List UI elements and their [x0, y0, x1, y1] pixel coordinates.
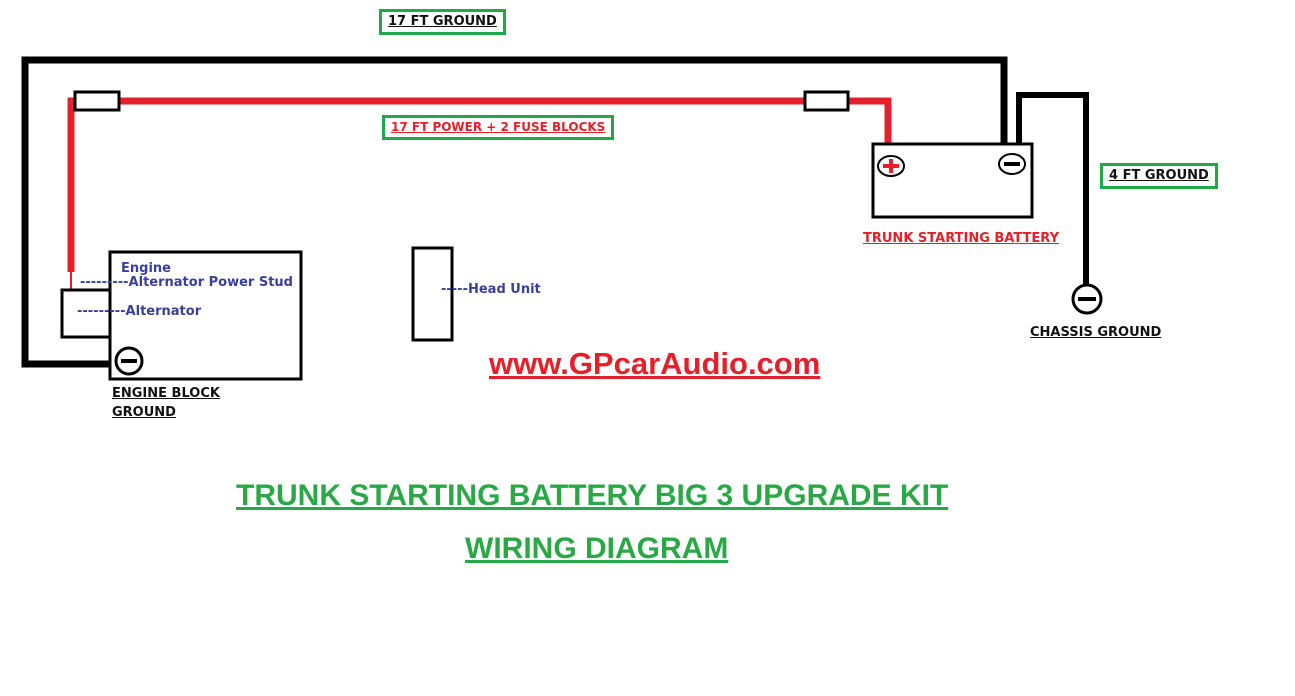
- chassis-ground-terminal: [1071, 283, 1103, 315]
- chassis-ground-label: CHASSIS GROUND: [1030, 325, 1162, 340]
- fuse-block-rear: [803, 90, 850, 112]
- power-wire-17ft: [67, 97, 892, 272]
- diagram-title-line2: WIRING DIAGRAM: [465, 532, 729, 565]
- ground-wire-4ft: [1016, 92, 1089, 288]
- trunk-battery-label: TRUNK STARTING BATTERY: [863, 231, 1059, 246]
- engine-block-ground-label-line1: ENGINE BLOCK: [112, 386, 220, 401]
- engine-label: Engine: [121, 261, 171, 276]
- ground-wire-17ft: [21, 56, 1008, 368]
- website-url: www.GPcarAudio.com: [489, 346, 821, 381]
- power-17ft-label: 17 FT POWER + 2 FUSE BLOCKS: [382, 115, 615, 140]
- diagram-title-line1: TRUNK STARTING BATTERY BIG 3 UPGRADE KIT: [236, 479, 949, 512]
- ground-4ft-label: 4 FT GROUND: [1100, 163, 1218, 189]
- head-unit: [411, 246, 454, 342]
- alternator-power-stud-label: ---------Alternator Power Stud: [80, 275, 293, 290]
- battery-negative-terminal: [998, 153, 1026, 175]
- engine-block-ground-label-line2: GROUND: [112, 405, 176, 420]
- battery-positive-terminal: [877, 155, 905, 177]
- engine-block-ground-terminal: [114, 346, 144, 376]
- alternator-label: ---------Alternator: [77, 304, 202, 319]
- head-unit-label: -----Head Unit: [441, 282, 541, 297]
- alternator: [60, 288, 112, 339]
- ground-17ft-label: 17 FT GROUND: [379, 9, 506, 35]
- fuse-block-front: [73, 90, 121, 112]
